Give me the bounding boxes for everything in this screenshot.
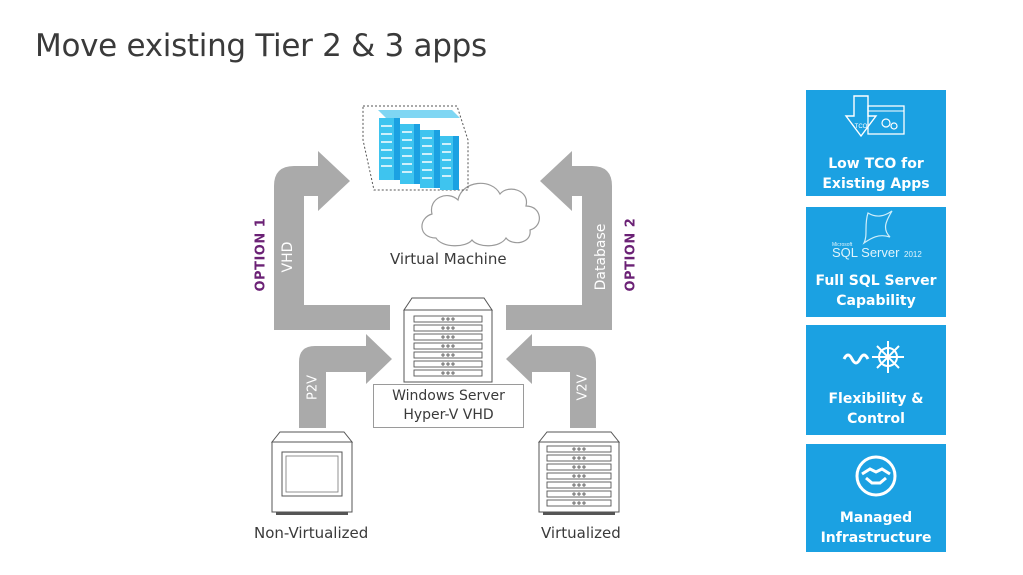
- svg-text:TCO: TCO: [855, 124, 868, 130]
- drive-slot: [413, 351, 483, 359]
- drive-slot: [546, 445, 612, 453]
- v2v-label: V2V: [575, 374, 591, 401]
- option2-label: OPTION 2: [623, 217, 639, 292]
- drive-led: [446, 335, 450, 339]
- drive-led: [577, 474, 581, 478]
- p2v-arrow: [299, 334, 392, 428]
- drive-led: [451, 317, 455, 321]
- tile-flexibility: Flexibility & Control: [806, 325, 946, 435]
- drive-led: [441, 362, 445, 366]
- drive-led: [446, 317, 450, 321]
- database-label: Database: [593, 223, 609, 291]
- tile-flexibility-line2: Control: [847, 411, 905, 427]
- non-virtualized-computer-icon: [270, 431, 354, 515]
- drive-slot: [413, 369, 483, 377]
- drive-led: [451, 344, 455, 348]
- drive-led: [451, 353, 455, 357]
- handshake-icon: [855, 455, 897, 497]
- svg-text:2012: 2012: [904, 250, 922, 259]
- option1-arrow: [274, 151, 390, 330]
- drive-led: [577, 465, 581, 469]
- drive-led: [572, 447, 576, 451]
- svg-text:SQL Server: SQL Server: [832, 245, 900, 260]
- drive-led: [572, 474, 576, 478]
- p2v-label: P2V: [305, 375, 321, 401]
- drive-led: [446, 371, 450, 375]
- tile-low-tco: TCO Low TCO for Existing Apps: [806, 90, 946, 196]
- drive-led: [441, 335, 445, 339]
- option2-arrow: [506, 151, 612, 330]
- sql-server-icon: Microsoft SQL Server 2012: [832, 210, 922, 260]
- drive-led: [577, 492, 581, 496]
- drive-led: [451, 362, 455, 366]
- drive-led: [446, 344, 450, 348]
- drive-led: [446, 362, 450, 366]
- svg-text:Microsoft: Microsoft: [832, 242, 853, 248]
- windows-server-icon: [403, 297, 493, 386]
- tile-managed-line1: Managed: [839, 510, 913, 526]
- wave-helm-icon: [842, 341, 904, 373]
- tile-sql-line1: Full SQL Server: [815, 273, 937, 289]
- drive-slot: [413, 342, 483, 350]
- tile-managed-line2: Infrastructure: [820, 530, 932, 546]
- drive-led: [441, 317, 445, 321]
- cloud-servers-icon: [362, 105, 469, 191]
- drive-led: [572, 456, 576, 460]
- drive-slot: [546, 499, 612, 507]
- drive-slot: [413, 333, 483, 341]
- drive-led: [572, 492, 576, 496]
- drive-slot: [546, 472, 612, 480]
- drive-led: [582, 456, 586, 460]
- tco-download-icon: TCO: [844, 95, 905, 138]
- drive-led: [577, 501, 581, 505]
- drive-slot: [546, 463, 612, 471]
- page-title: Move existing Tier 2 & 3 apps: [35, 28, 487, 64]
- drive-led: [582, 492, 586, 496]
- virtualized-server-icon: [537, 431, 621, 515]
- drive-led: [577, 483, 581, 487]
- v2v-arrow: [506, 334, 596, 428]
- drive-led: [582, 447, 586, 451]
- drive-led: [451, 335, 455, 339]
- non-virtualized-label: Non-Virtualized: [254, 524, 369, 542]
- drive-slot: [413, 360, 483, 368]
- drive-led: [582, 501, 586, 505]
- drive-led: [446, 326, 450, 330]
- drive-led: [446, 353, 450, 357]
- drive-led: [572, 501, 576, 505]
- tile-flexibility-line1: Flexibility &: [828, 391, 924, 407]
- drive-led: [441, 326, 445, 330]
- drive-led: [582, 474, 586, 478]
- windows-server-line1: Windows Server: [392, 388, 505, 404]
- cloud-icon: [421, 182, 540, 247]
- drive-slot: [546, 481, 612, 489]
- drive-slot: [546, 454, 612, 462]
- tile-low-tco-line1: Low TCO for: [828, 156, 924, 172]
- tile-low-tco-line2: Existing Apps: [822, 176, 930, 192]
- windows-server-line2: Hyper-V VHD: [403, 407, 494, 423]
- drive-led: [582, 483, 586, 487]
- drive-led: [577, 456, 581, 460]
- drive-led: [441, 353, 445, 357]
- drive-slot: [413, 315, 483, 323]
- drive-led: [582, 465, 586, 469]
- drive-led: [572, 483, 576, 487]
- drive-led: [577, 447, 581, 451]
- vhd-label: VHD: [280, 241, 296, 273]
- virtualized-label: Virtualized: [541, 524, 621, 542]
- windows-server-box: Windows Server Hyper-V VHD: [373, 384, 524, 428]
- drive-slot: [413, 324, 483, 332]
- tile-sql-line2: Capability: [836, 293, 916, 309]
- drive-led: [441, 371, 445, 375]
- virtual-machine-label: Virtual Machine: [390, 250, 507, 268]
- drive-led: [572, 465, 576, 469]
- drive-led: [441, 344, 445, 348]
- drive-led: [451, 371, 455, 375]
- option1-label: OPTION 1: [253, 217, 269, 292]
- tile-managed-infra: Managed Infrastructure: [806, 444, 946, 552]
- drive-slot: [546, 490, 612, 498]
- drive-led: [451, 326, 455, 330]
- tile-sql-server: Microsoft SQL Server 2012 Full SQL Serve…: [806, 207, 946, 317]
